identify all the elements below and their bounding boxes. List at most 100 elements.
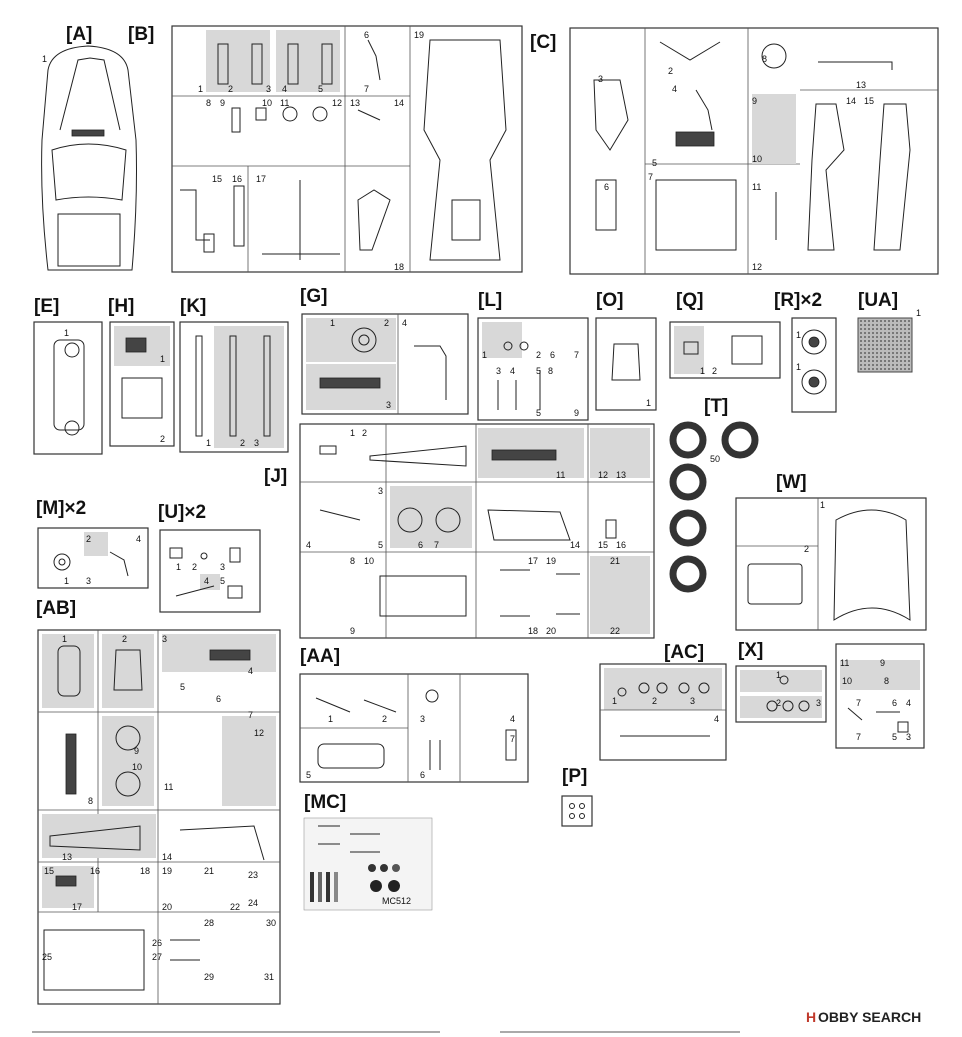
svg-text:50: 50 bbox=[710, 454, 720, 464]
svg-text:6: 6 bbox=[364, 30, 369, 40]
svg-text:H: H bbox=[806, 1009, 816, 1025]
svg-text:23: 23 bbox=[248, 870, 258, 880]
svg-text:3: 3 bbox=[86, 576, 91, 586]
svg-text:6: 6 bbox=[550, 350, 555, 360]
svg-text:18: 18 bbox=[394, 262, 404, 272]
svg-text:5: 5 bbox=[220, 576, 225, 586]
svg-text:2: 2 bbox=[362, 428, 367, 438]
svg-text:5: 5 bbox=[306, 770, 311, 780]
svg-text:3: 3 bbox=[816, 698, 821, 708]
svg-text:17: 17 bbox=[528, 556, 538, 566]
svg-text:15: 15 bbox=[212, 174, 222, 184]
label-T: [T] bbox=[704, 396, 728, 417]
svg-text:5: 5 bbox=[318, 84, 323, 94]
svg-text:1: 1 bbox=[328, 714, 333, 724]
svg-text:19: 19 bbox=[414, 30, 424, 40]
svg-text:24: 24 bbox=[248, 898, 258, 908]
svg-text:7: 7 bbox=[648, 172, 653, 182]
svg-text:13: 13 bbox=[856, 80, 866, 90]
svg-text:3: 3 bbox=[690, 696, 695, 706]
svg-text:9: 9 bbox=[220, 98, 225, 108]
svg-text:3: 3 bbox=[378, 486, 383, 496]
svg-text:13: 13 bbox=[616, 470, 626, 480]
svg-text:31: 31 bbox=[264, 972, 274, 982]
svg-text:21: 21 bbox=[610, 556, 620, 566]
svg-text:4: 4 bbox=[672, 84, 677, 94]
sprue-W: 12 bbox=[735, 497, 927, 631]
svg-text:5: 5 bbox=[536, 408, 541, 418]
label-R: [R]×2 bbox=[774, 290, 822, 311]
svg-text:14: 14 bbox=[570, 540, 580, 550]
svg-text:12: 12 bbox=[598, 470, 608, 480]
svg-text:10: 10 bbox=[842, 676, 852, 686]
sprue-H: 12 bbox=[109, 321, 175, 447]
svg-text:2: 2 bbox=[536, 350, 541, 360]
svg-text:9: 9 bbox=[134, 746, 139, 756]
svg-text:7: 7 bbox=[856, 698, 861, 708]
svg-text:13: 13 bbox=[350, 98, 360, 108]
label-Q: [Q] bbox=[676, 290, 703, 311]
svg-text:12: 12 bbox=[752, 262, 762, 272]
svg-text:21: 21 bbox=[204, 866, 214, 876]
svg-text:10: 10 bbox=[752, 154, 762, 164]
svg-text:6: 6 bbox=[216, 694, 221, 704]
label-P: [P] bbox=[562, 766, 587, 787]
svg-text:4: 4 bbox=[402, 318, 407, 328]
svg-text:11: 11 bbox=[164, 782, 173, 792]
svg-text:1: 1 bbox=[42, 54, 47, 64]
svg-text:1: 1 bbox=[160, 354, 165, 364]
svg-text:7: 7 bbox=[510, 734, 515, 744]
svg-text:20: 20 bbox=[546, 626, 556, 636]
decal-sheet-MC: MC512 bbox=[303, 817, 433, 911]
svg-text:2: 2 bbox=[776, 698, 781, 708]
svg-text:26: 26 bbox=[152, 938, 162, 948]
svg-text:5: 5 bbox=[536, 366, 541, 376]
svg-text:8: 8 bbox=[762, 54, 767, 64]
svg-text:1: 1 bbox=[796, 362, 801, 372]
svg-text:2: 2 bbox=[804, 544, 809, 554]
sprue-A: 1 bbox=[41, 45, 137, 271]
svg-text:16: 16 bbox=[232, 174, 242, 184]
svg-text:5: 5 bbox=[892, 732, 897, 742]
svg-text:11: 11 bbox=[556, 470, 565, 480]
svg-text:5: 5 bbox=[652, 158, 657, 168]
svg-text:2: 2 bbox=[86, 534, 91, 544]
label-MC: [MC] bbox=[304, 792, 346, 813]
sprue-R: 11 bbox=[791, 317, 837, 413]
svg-text:1: 1 bbox=[206, 438, 211, 448]
svg-text:11: 11 bbox=[752, 182, 761, 192]
svg-text:4: 4 bbox=[282, 84, 287, 94]
svg-text:4: 4 bbox=[136, 534, 141, 544]
svg-text:18: 18 bbox=[528, 626, 538, 636]
svg-text:4: 4 bbox=[204, 576, 209, 586]
svg-text:14: 14 bbox=[394, 98, 404, 108]
svg-text:2: 2 bbox=[668, 66, 673, 76]
svg-text:3: 3 bbox=[598, 74, 603, 84]
svg-text:25: 25 bbox=[42, 952, 52, 962]
label-UA: [UA] bbox=[858, 290, 898, 311]
sprue-P bbox=[561, 795, 593, 827]
svg-text:6: 6 bbox=[892, 698, 897, 708]
svg-text:22: 22 bbox=[230, 902, 240, 912]
svg-text:9: 9 bbox=[350, 626, 355, 636]
svg-text:OBBY SEARCH: OBBY SEARCH bbox=[818, 1009, 921, 1025]
svg-text:3: 3 bbox=[420, 714, 425, 724]
label-M: [M]×2 bbox=[36, 498, 86, 519]
svg-text:1: 1 bbox=[612, 696, 617, 706]
svg-text:2: 2 bbox=[228, 84, 233, 94]
label-L: [L] bbox=[478, 290, 502, 311]
svg-text:8: 8 bbox=[88, 796, 93, 806]
svg-text:16: 16 bbox=[616, 540, 626, 550]
svg-text:10: 10 bbox=[132, 762, 142, 772]
svg-text:2: 2 bbox=[160, 434, 165, 444]
svg-text:MC512: MC512 bbox=[382, 896, 411, 906]
svg-text:28: 28 bbox=[204, 918, 214, 928]
svg-text:4: 4 bbox=[714, 714, 719, 724]
